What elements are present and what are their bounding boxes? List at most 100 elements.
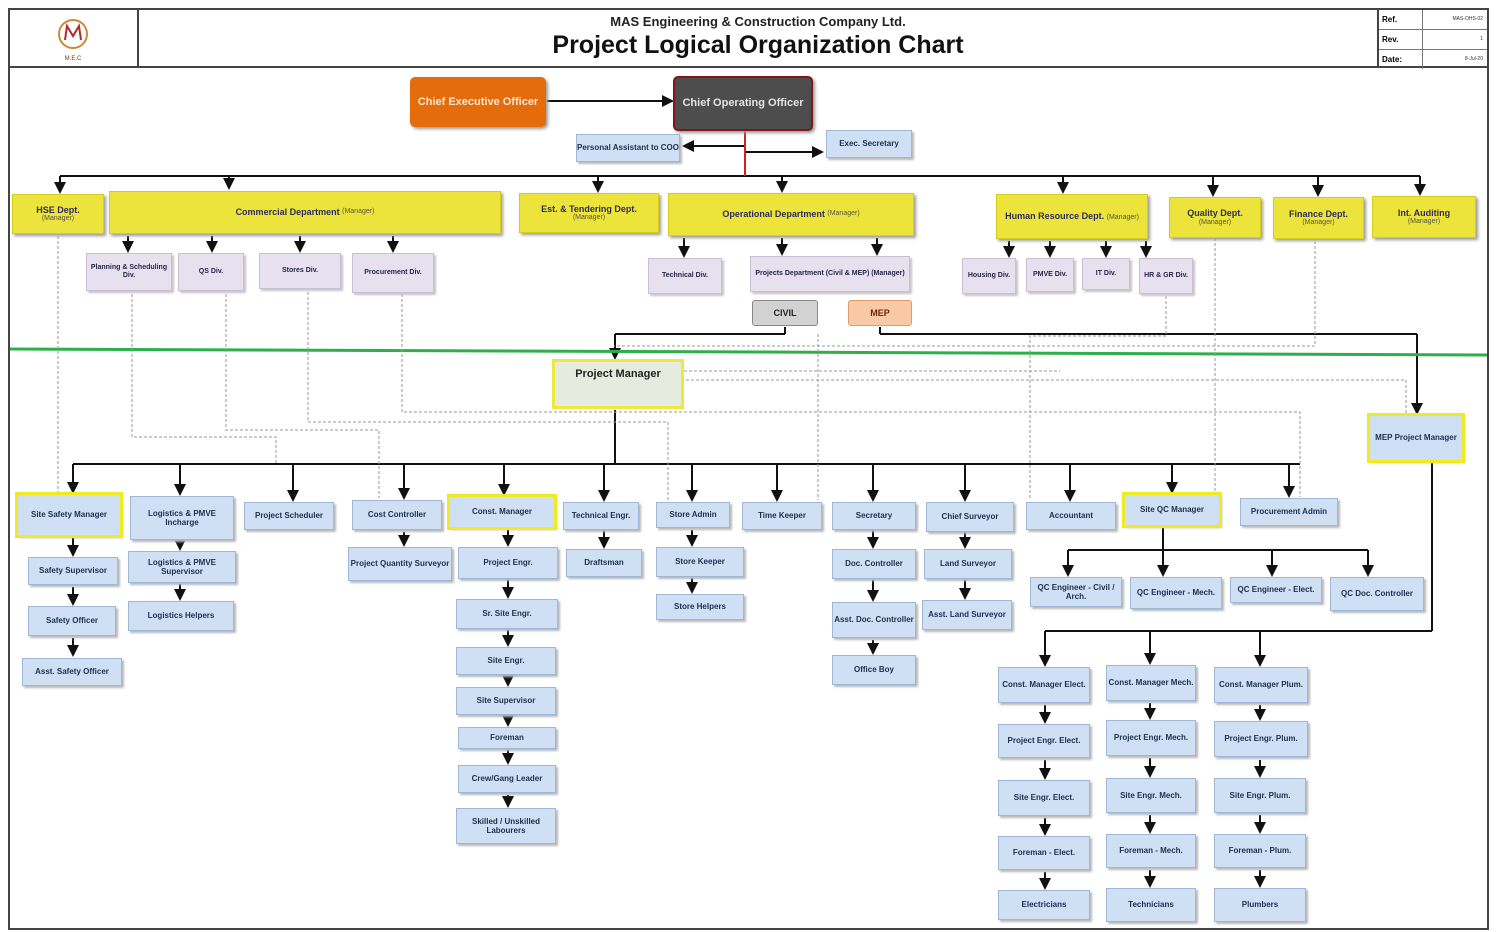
site-supervisor-box: Site Supervisor bbox=[456, 687, 556, 715]
commercial-dept-name: Commercial Department bbox=[235, 207, 340, 218]
site-engr-mech-box: Site Engr. Mech. bbox=[1106, 778, 1196, 813]
project-engr-box: Project Engr. bbox=[458, 547, 558, 579]
const-manager-box: Const. Manager bbox=[447, 494, 557, 530]
site-engr-box: Site Engr. bbox=[456, 647, 556, 675]
foreman-plum-box: Foreman - Plum. bbox=[1214, 834, 1306, 868]
electricians-box: Electricians bbox=[998, 890, 1090, 920]
quality-dept-sub: (Manager) bbox=[1198, 218, 1232, 226]
projects-dept-box: Projects Department (Civil & MEP) (Manag… bbox=[750, 256, 910, 292]
logistics-supervisor-box: Logistics & PMVE Supervisor bbox=[128, 551, 236, 583]
project-manager-box: Project Manager bbox=[552, 359, 684, 409]
finance-dept-name: Finance Dept. bbox=[1288, 208, 1348, 219]
finance-dept-box: Finance Dept.(Manager) bbox=[1273, 197, 1364, 239]
procurement-div-box: Procurement Div. bbox=[352, 253, 434, 293]
qc-mech-box: QC Engineer - Mech. bbox=[1130, 577, 1222, 609]
technical-engr-box: Technical Engr. bbox=[563, 502, 639, 530]
tendering-dept-name: Est. & Tendering Dept. bbox=[541, 203, 637, 214]
mep-project-manager-box: MEP Project Manager bbox=[1367, 413, 1465, 463]
audit-dept-box: Int. Auditing(Manager) bbox=[1372, 196, 1476, 238]
office-boy-box: Office Boy bbox=[832, 655, 916, 685]
asst-land-surveyor-box: Asst. Land Surveyor bbox=[922, 600, 1012, 630]
site-safety-manager-box: Site Safety Manager bbox=[15, 492, 123, 538]
store-helpers-box: Store Helpers bbox=[656, 594, 744, 620]
hr-dept-sub: (Manager) bbox=[1106, 213, 1139, 221]
audit-dept-sub: (Manager) bbox=[1407, 218, 1441, 226]
operational-dept-name: Operational Department bbox=[722, 209, 825, 220]
hr-dept-name: Human Resource Dept. bbox=[1005, 210, 1105, 221]
qc-doc-controller-box: QC Doc. Controller bbox=[1330, 577, 1424, 611]
labourers-box: Skilled / Unskilled Labourers bbox=[456, 808, 556, 844]
commercial-dept-sub: (Manager) bbox=[342, 208, 375, 216]
coo-box: Chief Operating Officer bbox=[673, 76, 813, 131]
planning-div-box: Planning & Scheduling Div. bbox=[86, 253, 172, 291]
operational-dept-box: Operational Department (Manager) bbox=[668, 193, 914, 236]
pa-box: Personal Assistant to COO bbox=[576, 134, 680, 162]
store-admin-box: Store Admin bbox=[656, 502, 730, 528]
commercial-dept-box: Commercial Department (Manager) bbox=[109, 191, 501, 234]
document-meta: Ref.MAS-OHS-02 Rev.1 Date:8-Jul-20 bbox=[1377, 8, 1489, 69]
asst-doc-controller-box: Asst. Doc. Controller bbox=[832, 602, 916, 638]
site-qc-manager-box: Site QC Manager bbox=[1122, 492, 1222, 528]
exec-secretary-box: Exec. Secretary bbox=[826, 130, 912, 158]
site-engr-plum-box: Site Engr. Plum. bbox=[1214, 778, 1306, 813]
const-manager-plum-box: Const. Manager Plum. bbox=[1214, 667, 1308, 703]
housing-div-box: Housing Div. bbox=[962, 258, 1016, 294]
qc-elect-box: QC Engineer - Elect. bbox=[1230, 577, 1322, 603]
quality-dept-box: Quality Dept.(Manager) bbox=[1169, 197, 1261, 238]
secretary-box: Secretary bbox=[832, 502, 916, 530]
safety-supervisor-box: Safety Supervisor bbox=[28, 557, 118, 585]
hse-dept-name: HSE Dept. bbox=[36, 204, 80, 215]
logistics-incharge-box: Logistics & PMVE Incharge bbox=[130, 496, 234, 540]
title-cell: MAS Engineering & Construction Company L… bbox=[137, 8, 1379, 68]
foreman-mech-box: Foreman - Mech. bbox=[1106, 834, 1196, 868]
foreman-elect-box: Foreman - Elect. bbox=[998, 836, 1090, 870]
ref-label: Ref. bbox=[1379, 10, 1423, 29]
pqs-box: Project Quantity Surveyor bbox=[348, 547, 452, 581]
page-title: Project Logical Organization Chart bbox=[552, 31, 964, 59]
audit-dept-name: Int. Auditing bbox=[1397, 207, 1451, 218]
quality-dept-name: Quality Dept. bbox=[1187, 208, 1243, 219]
svg-text:M.E.C: M.E.C bbox=[65, 56, 82, 62]
rev-label: Rev. bbox=[1379, 30, 1423, 49]
safety-officer-box: Safety Officer bbox=[28, 606, 116, 636]
asst-safety-officer-box: Asst. Safety Officer bbox=[22, 658, 122, 686]
technicians-box: Technicians bbox=[1106, 888, 1196, 922]
operational-dept-sub: (Manager) bbox=[827, 210, 860, 218]
accountant-box: Accountant bbox=[1026, 502, 1116, 530]
tendering-dept-box: Est. & Tendering Dept.(Manager) bbox=[519, 193, 659, 233]
qc-civil-box: QC Engineer - Civil / Arch. bbox=[1030, 577, 1122, 607]
const-manager-elect-box: Const. Manager Elect. bbox=[998, 667, 1090, 703]
procurement-admin-box: Procurement Admin bbox=[1240, 498, 1338, 526]
project-engr-plum-box: Project Engr. Plum. bbox=[1214, 721, 1308, 757]
plumbers-box: Plumbers bbox=[1214, 888, 1306, 922]
mep-box: MEP bbox=[848, 300, 912, 326]
store-keeper-box: Store Keeper bbox=[656, 547, 744, 577]
ceo-box: Chief Executive Officer bbox=[410, 77, 546, 127]
cost-controller-box: Cost Controller bbox=[352, 500, 442, 530]
hrgr-div-box: HR & GR Div. bbox=[1139, 258, 1193, 294]
finance-dept-sub: (Manager) bbox=[1302, 219, 1335, 227]
logistics-helpers-box: Logistics Helpers bbox=[128, 601, 234, 631]
chief-surveyor-box: Chief Surveyor bbox=[926, 502, 1014, 532]
hr-dept-box: Human Resource Dept. (Manager) bbox=[996, 194, 1148, 239]
civil-box: CIVIL bbox=[752, 300, 818, 326]
it-div-box: IT Div. bbox=[1082, 258, 1130, 290]
date-value: 8-Jul-20 bbox=[1464, 56, 1483, 62]
company-name: MAS Engineering & Construction Company L… bbox=[610, 14, 906, 29]
crew-leader-box: Crew/Gang Leader bbox=[458, 765, 556, 793]
qs-div-box: QS Div. bbox=[178, 253, 244, 291]
hse-dept-box: HSE Dept.(Manager) bbox=[12, 194, 104, 234]
company-logo-icon: M.E.C bbox=[58, 19, 88, 62]
tendering-dept-sub: (Manager) bbox=[572, 214, 606, 222]
technical-div-box: Technical Div. bbox=[648, 258, 722, 294]
foreman-box: Foreman bbox=[458, 727, 556, 749]
project-scheduler-box: Project Scheduler bbox=[244, 502, 334, 530]
stores-div-box: Stores Div. bbox=[259, 253, 341, 289]
rev-value: 1 bbox=[1480, 36, 1483, 42]
pmve-div-box: PMVE Div. bbox=[1026, 258, 1074, 292]
hse-dept-sub: (Manager) bbox=[41, 215, 75, 223]
project-engr-mech-box: Project Engr. Mech. bbox=[1106, 720, 1196, 756]
time-keeper-box: Time Keeper bbox=[742, 502, 822, 530]
date-label: Date: bbox=[1379, 50, 1423, 69]
